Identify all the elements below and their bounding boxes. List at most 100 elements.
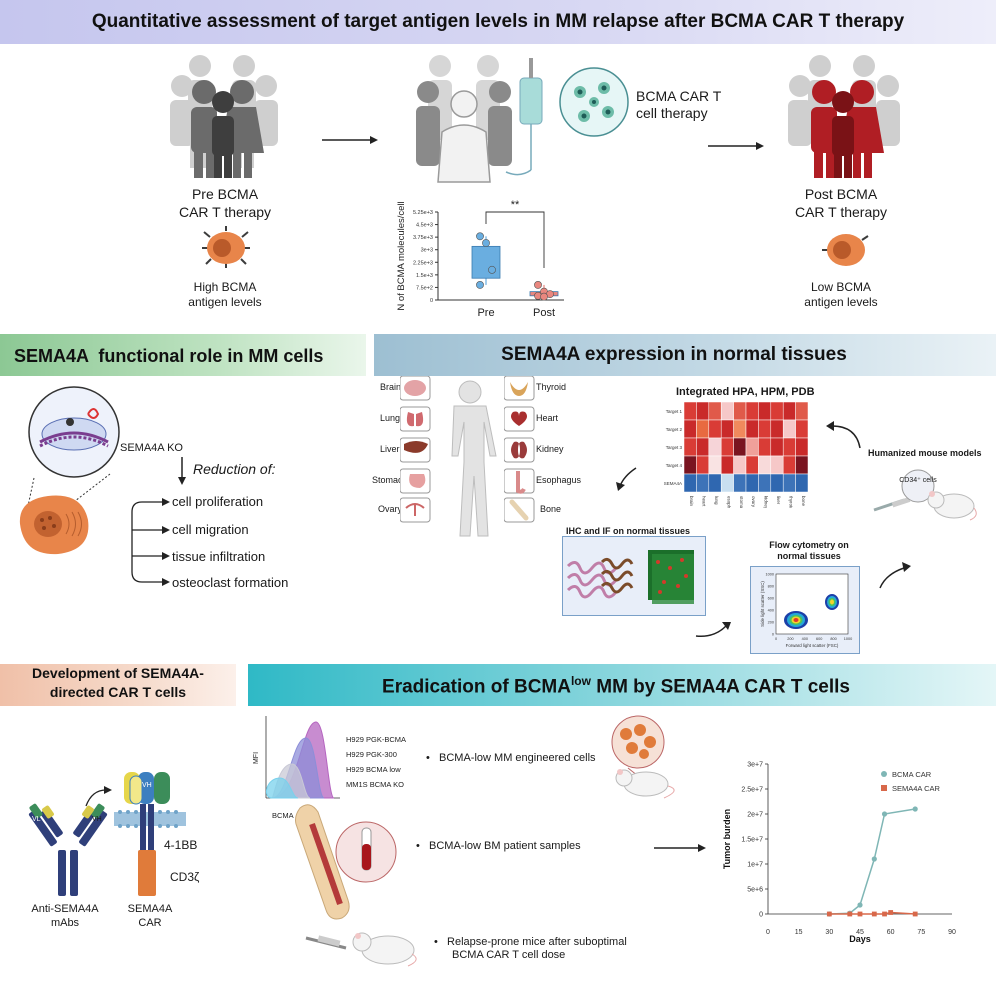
- heatmap-cell: [782, 473, 796, 493]
- bone-icon: [509, 499, 529, 521]
- heatmap-col-label: thyroid: [788, 496, 793, 508]
- kidney-icon: [511, 441, 527, 459]
- organ-label-esophagus: Esophagus: [536, 475, 582, 485]
- ko-label: SEMA4A KO: [120, 442, 183, 454]
- data-point: [482, 239, 490, 247]
- flow-population-low: [793, 618, 799, 622]
- heatmap-cell: [758, 473, 772, 493]
- heatmap-cell: [782, 455, 796, 475]
- data-point: [534, 281, 542, 289]
- heatmap-cell: [770, 437, 784, 457]
- heatmap-cell: [733, 455, 747, 475]
- flow-x-tick-label: 0: [775, 637, 777, 641]
- heatmap-cell: [795, 473, 808, 493]
- heatmap-cell: [758, 455, 772, 475]
- heatmap-row-label: Target 3: [666, 445, 683, 450]
- flow-y-label: Side light scatter (SSC): [760, 581, 765, 627]
- organ-label-heart: Heart: [536, 413, 559, 423]
- heatmap-cell: [745, 437, 759, 457]
- reduction-bracket: [131, 498, 170, 586]
- line-y-tick-label: 2.5e+7: [741, 787, 763, 794]
- antibody-icon: [28, 803, 108, 896]
- flow-title-text: Flow cytometry on normal tissues: [769, 540, 849, 561]
- series-point: [847, 911, 853, 917]
- zoom-lines: [27, 473, 111, 509]
- line-y-tick-label: 1.5e+7: [741, 837, 763, 844]
- line-y-tick-label: 1e+7: [747, 862, 763, 869]
- cd34-label: CD34⁺ cells: [899, 477, 937, 484]
- line-x-tick-label: 15: [795, 929, 803, 936]
- thyroid-icon: [510, 382, 528, 396]
- series-point: [857, 902, 863, 908]
- legend-label: SEMA4A CAR: [892, 784, 941, 793]
- y-tick-label: 4.5e+3: [416, 223, 433, 229]
- bone-marrow-icon: [295, 804, 397, 920]
- heatmap-col-label: bone: [801, 496, 806, 507]
- data-point: [476, 281, 484, 289]
- heatmap-cell: [782, 419, 796, 439]
- mab-label: Anti-SEMA4A mAbs: [20, 902, 110, 930]
- line-x-label: Days: [849, 934, 871, 944]
- heatmap-row-label: Target 4: [666, 463, 683, 468]
- line-x-tick-label: 75: [917, 929, 925, 936]
- heatmap-row-label: Target 1: [666, 409, 683, 414]
- significance-label: **: [511, 199, 520, 211]
- car-t-cells-zoom-icon: [559, 67, 629, 137]
- y-axis-label: N of BCMA molecules/cell: [396, 201, 407, 310]
- pre-antigen-label: High BCMA antigen levels: [160, 280, 290, 310]
- flow-x-tick-label: 200: [787, 637, 793, 641]
- label-cd3z: CD3ζ: [170, 870, 200, 884]
- ihc-title: IHC and IF on normal tissues: [566, 526, 691, 536]
- flow-title: Flow cytometry on normal tissues: [760, 540, 858, 562]
- bullet-text: BCMA-low BM patient samples: [429, 840, 581, 852]
- ihc-tissue-images: [566, 550, 694, 604]
- flow-y-tick-label: 200: [768, 621, 774, 625]
- line-y-tick-label: 0: [759, 912, 763, 919]
- heatmap-cell: [696, 473, 710, 493]
- box-pre: [471, 245, 501, 279]
- bcma-boxplot-chart: 07.5e+21.5e+32.25e+33e+33.75e+34.5e+35.2…: [396, 199, 564, 319]
- series-point: [871, 856, 877, 862]
- series-point: [888, 910, 894, 915]
- heatmap-cell: [696, 419, 710, 439]
- car-label-line1: SEMA4A: [127, 903, 173, 915]
- reduction-item: cell migration: [172, 522, 249, 537]
- organ-label-kidney: Kidney: [536, 444, 564, 454]
- heatmap-cell: [770, 473, 784, 493]
- x-category-label: Post: [533, 307, 555, 319]
- bullet-text: BCMA CAR T cell dose: [452, 949, 566, 961]
- section3-banner: [374, 334, 996, 376]
- line-x-tick-label: 60: [887, 929, 895, 936]
- hist-series-label: H929 BCMA low: [346, 765, 401, 774]
- mab-label-line1: Anti-SEMA4A: [31, 903, 99, 915]
- section4-title-line1: Development of SEMA4A-: [32, 665, 204, 681]
- flow-x-tick-label: 800: [830, 637, 836, 641]
- hist-series-label: H929 PGK-300: [346, 750, 397, 759]
- legend-marker: [881, 771, 887, 777]
- flow-y-tick-label: 1000: [766, 573, 774, 577]
- heatmap-row-label: Target 2: [666, 427, 683, 432]
- heatmap-col-label: lung: [714, 496, 719, 505]
- heatmap-cell: [696, 437, 710, 457]
- flow-population-high: [830, 599, 834, 605]
- pre-label-line2: CAR T therapy: [178, 204, 272, 220]
- post-label-line2: CAR T therapy: [794, 204, 888, 220]
- post-label-line1: Post BCMA: [804, 186, 878, 202]
- post-antigen-label: Low BCMA antigen levels: [776, 280, 906, 310]
- antibody-vh-label: VH: [92, 816, 102, 823]
- section5-banner: [248, 664, 996, 706]
- section3-title: SEMA4A expression in normal tissues: [501, 344, 847, 365]
- line-y-tick-label: 5e+6: [747, 887, 763, 894]
- data-point: [488, 265, 496, 274]
- therapy-label-line1: BCMA CAR T: [636, 88, 722, 104]
- heatmap-col-label: kidney: [764, 496, 769, 508]
- x-category-label: Pre: [477, 307, 494, 319]
- therapy-patient-illustration: [416, 55, 543, 183]
- car-construct-icon: [114, 772, 186, 896]
- heatmap-cell: [733, 473, 747, 493]
- heatmap-col-label: stomach: [739, 496, 744, 508]
- bullet-item: • BCMA-low BM patient samples: [416, 840, 581, 852]
